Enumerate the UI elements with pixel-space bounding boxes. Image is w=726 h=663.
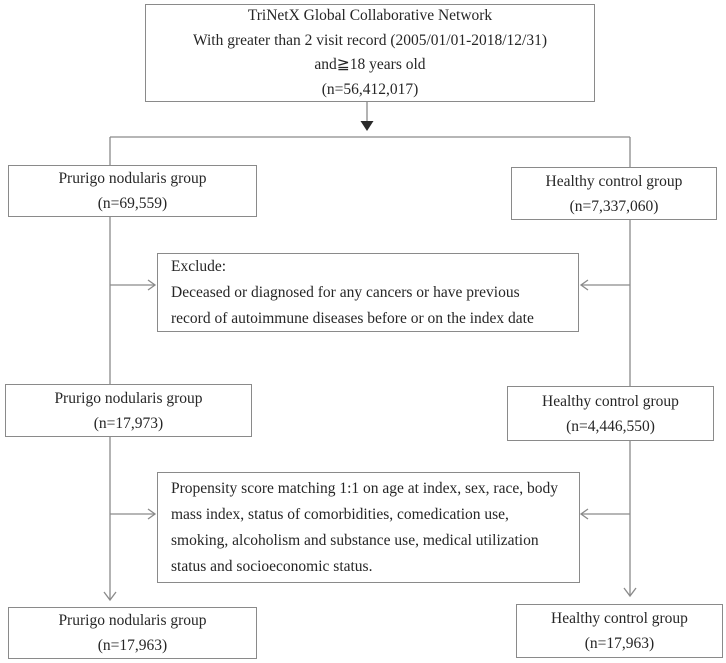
- hc-initial-box: Healthy control group (n=7,337,060): [511, 167, 717, 220]
- arrowhead-matching-right: [579, 508, 589, 520]
- matching-line-1: Propensity score matching 1:1 on age at …: [171, 479, 558, 497]
- pn-initial-box: Prurigo nodularis group (n=69,559): [8, 165, 257, 217]
- group-label: Prurigo nodularis group: [58, 612, 207, 629]
- pn-matched-box: Prurigo nodularis group (n=17,963): [8, 607, 257, 659]
- hc-matched-box: Healthy control group (n=17,963): [516, 604, 723, 658]
- group-label: Healthy control group: [545, 172, 683, 190]
- propensity-matching-box: Propensity score matching 1:1 on age at …: [157, 472, 580, 583]
- source-line-2: With greater than 2 visit record (2005/0…: [192, 31, 548, 49]
- group-label: Healthy control group: [542, 392, 679, 410]
- arrowhead-exclude-right: [579, 279, 589, 291]
- source-line-4: (n=56,412,017): [321, 80, 419, 98]
- group-label: Healthy control group: [551, 610, 688, 627]
- group-label: Prurigo nodularis group: [54, 389, 203, 407]
- arrowhead-matching-left: [147, 508, 157, 520]
- source-population-box: TriNetX Global Collaborative Network Wit…: [145, 4, 595, 102]
- pn-after-exclusion-box: Prurigo nodularis group (n=17,973): [5, 384, 252, 437]
- source-line-1: TriNetX Global Collaborative Network: [247, 7, 493, 24]
- arrowhead-left-bottom: [103, 591, 117, 602]
- exclusion-line-2: Deceased or diagnosed for any cancers or…: [171, 283, 520, 301]
- group-count: (n=7,337,060): [569, 197, 659, 215]
- source-line-3: and≧18 years old: [314, 56, 426, 73]
- group-label: Prurigo nodularis group: [58, 170, 207, 187]
- matching-line-4: status and socioeconomic status.: [171, 557, 373, 575]
- exclusion-line-3: record of autoimmune diseases before or …: [171, 309, 534, 327]
- exclusion-line-1: Exclude:: [171, 257, 227, 275]
- group-count: (n=17,973): [93, 414, 164, 432]
- arrowhead-top-solid: [360, 121, 374, 131]
- arrowhead-right-bottom: [623, 587, 637, 598]
- matching-line-3: smoking, alcoholism and substance use, m…: [171, 531, 539, 549]
- matching-line-2: mass index, status of comorbidities, com…: [171, 505, 509, 523]
- exclusion-criteria-box: Exclude: Deceased or diagnosed for any c…: [157, 253, 579, 332]
- group-count: (n=17,963): [97, 637, 168, 654]
- arrowhead-exclude-left: [147, 279, 157, 291]
- hc-after-exclusion-box: Healthy control group (n=4,446,550): [507, 386, 714, 441]
- group-count: (n=4,446,550): [566, 417, 655, 435]
- group-count: (n=17,963): [584, 635, 655, 652]
- group-count: (n=69,559): [97, 195, 168, 212]
